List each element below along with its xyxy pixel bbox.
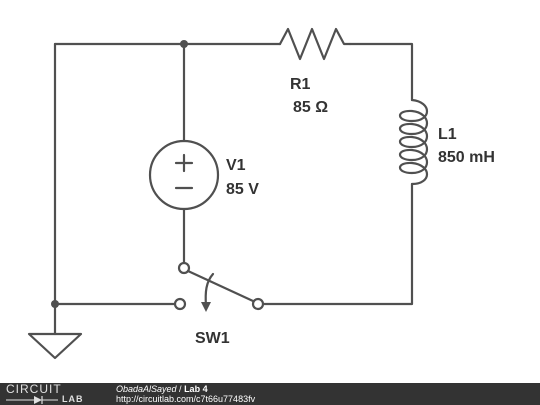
resistor-r1-value: 85 Ω: [293, 99, 328, 116]
resistor-r1: R1 85 Ω: [278, 27, 352, 116]
logo-circuit-text: CIRCUIT: [6, 382, 62, 396]
voltage-source-v1-plus: [174, 153, 194, 173]
meta-separator: /: [176, 384, 185, 394]
circuit-schematic: R1 85 Ω L1 850 mH V1 85 V SW1: [27, 27, 495, 360]
author-link[interactable]: ObadaAlSayed: [116, 384, 177, 394]
junction-ground: [51, 300, 59, 308]
circuit-url[interactable]: http://circuitlab.com/c7t66u77483fv: [116, 394, 256, 404]
circuitlab-logo: CIRCUIT LAB: [6, 383, 106, 405]
inductor-l1: L1 850 mH: [398, 98, 495, 186]
voltage-source-v1: V1 85 V: [148, 139, 259, 211]
voltage-source-v1-value: 85 V: [226, 181, 259, 198]
resistor-r1-ref: R1: [290, 76, 311, 93]
wires: [53, 42, 414, 336]
switch-sw1-arrow-head: [201, 302, 211, 312]
logo-lab-text: LAB: [62, 394, 84, 404]
switch-sw1-left-contact: [173, 297, 187, 311]
switch-sw1-blade: [186, 269, 255, 303]
voltage-source-v1-body: [148, 139, 220, 211]
junction-top: [180, 40, 188, 48]
switch-sw1-right-contact: [251, 297, 265, 311]
ground-symbol: [27, 332, 83, 360]
switch-sw1-pivot: [177, 261, 191, 275]
voltage-source-v1-ref: V1: [226, 157, 246, 174]
circuit-title[interactable]: Lab 4: [184, 384, 208, 394]
wire-right: [261, 182, 414, 306]
circuit-meta: ObadaAlSayed / Lab 4 http://circuitlab.c…: [116, 384, 255, 404]
resistor-r1-zigzag: [278, 27, 352, 61]
inductor-l1-ref: L1: [438, 126, 457, 143]
switch-sw1-ref: SW1: [195, 330, 230, 347]
wire-left: [53, 42, 178, 306]
inductor-l1-coil: [398, 98, 429, 186]
switch-sw1: SW1: [173, 261, 265, 347]
inductor-l1-value: 850 mH: [438, 149, 495, 166]
wire-top-right: [348, 42, 414, 102]
footer-bar: CIRCUIT LAB ObadaAlSayed / Lab 4 http://…: [0, 383, 540, 405]
logo-diode-icon: [6, 396, 58, 404]
